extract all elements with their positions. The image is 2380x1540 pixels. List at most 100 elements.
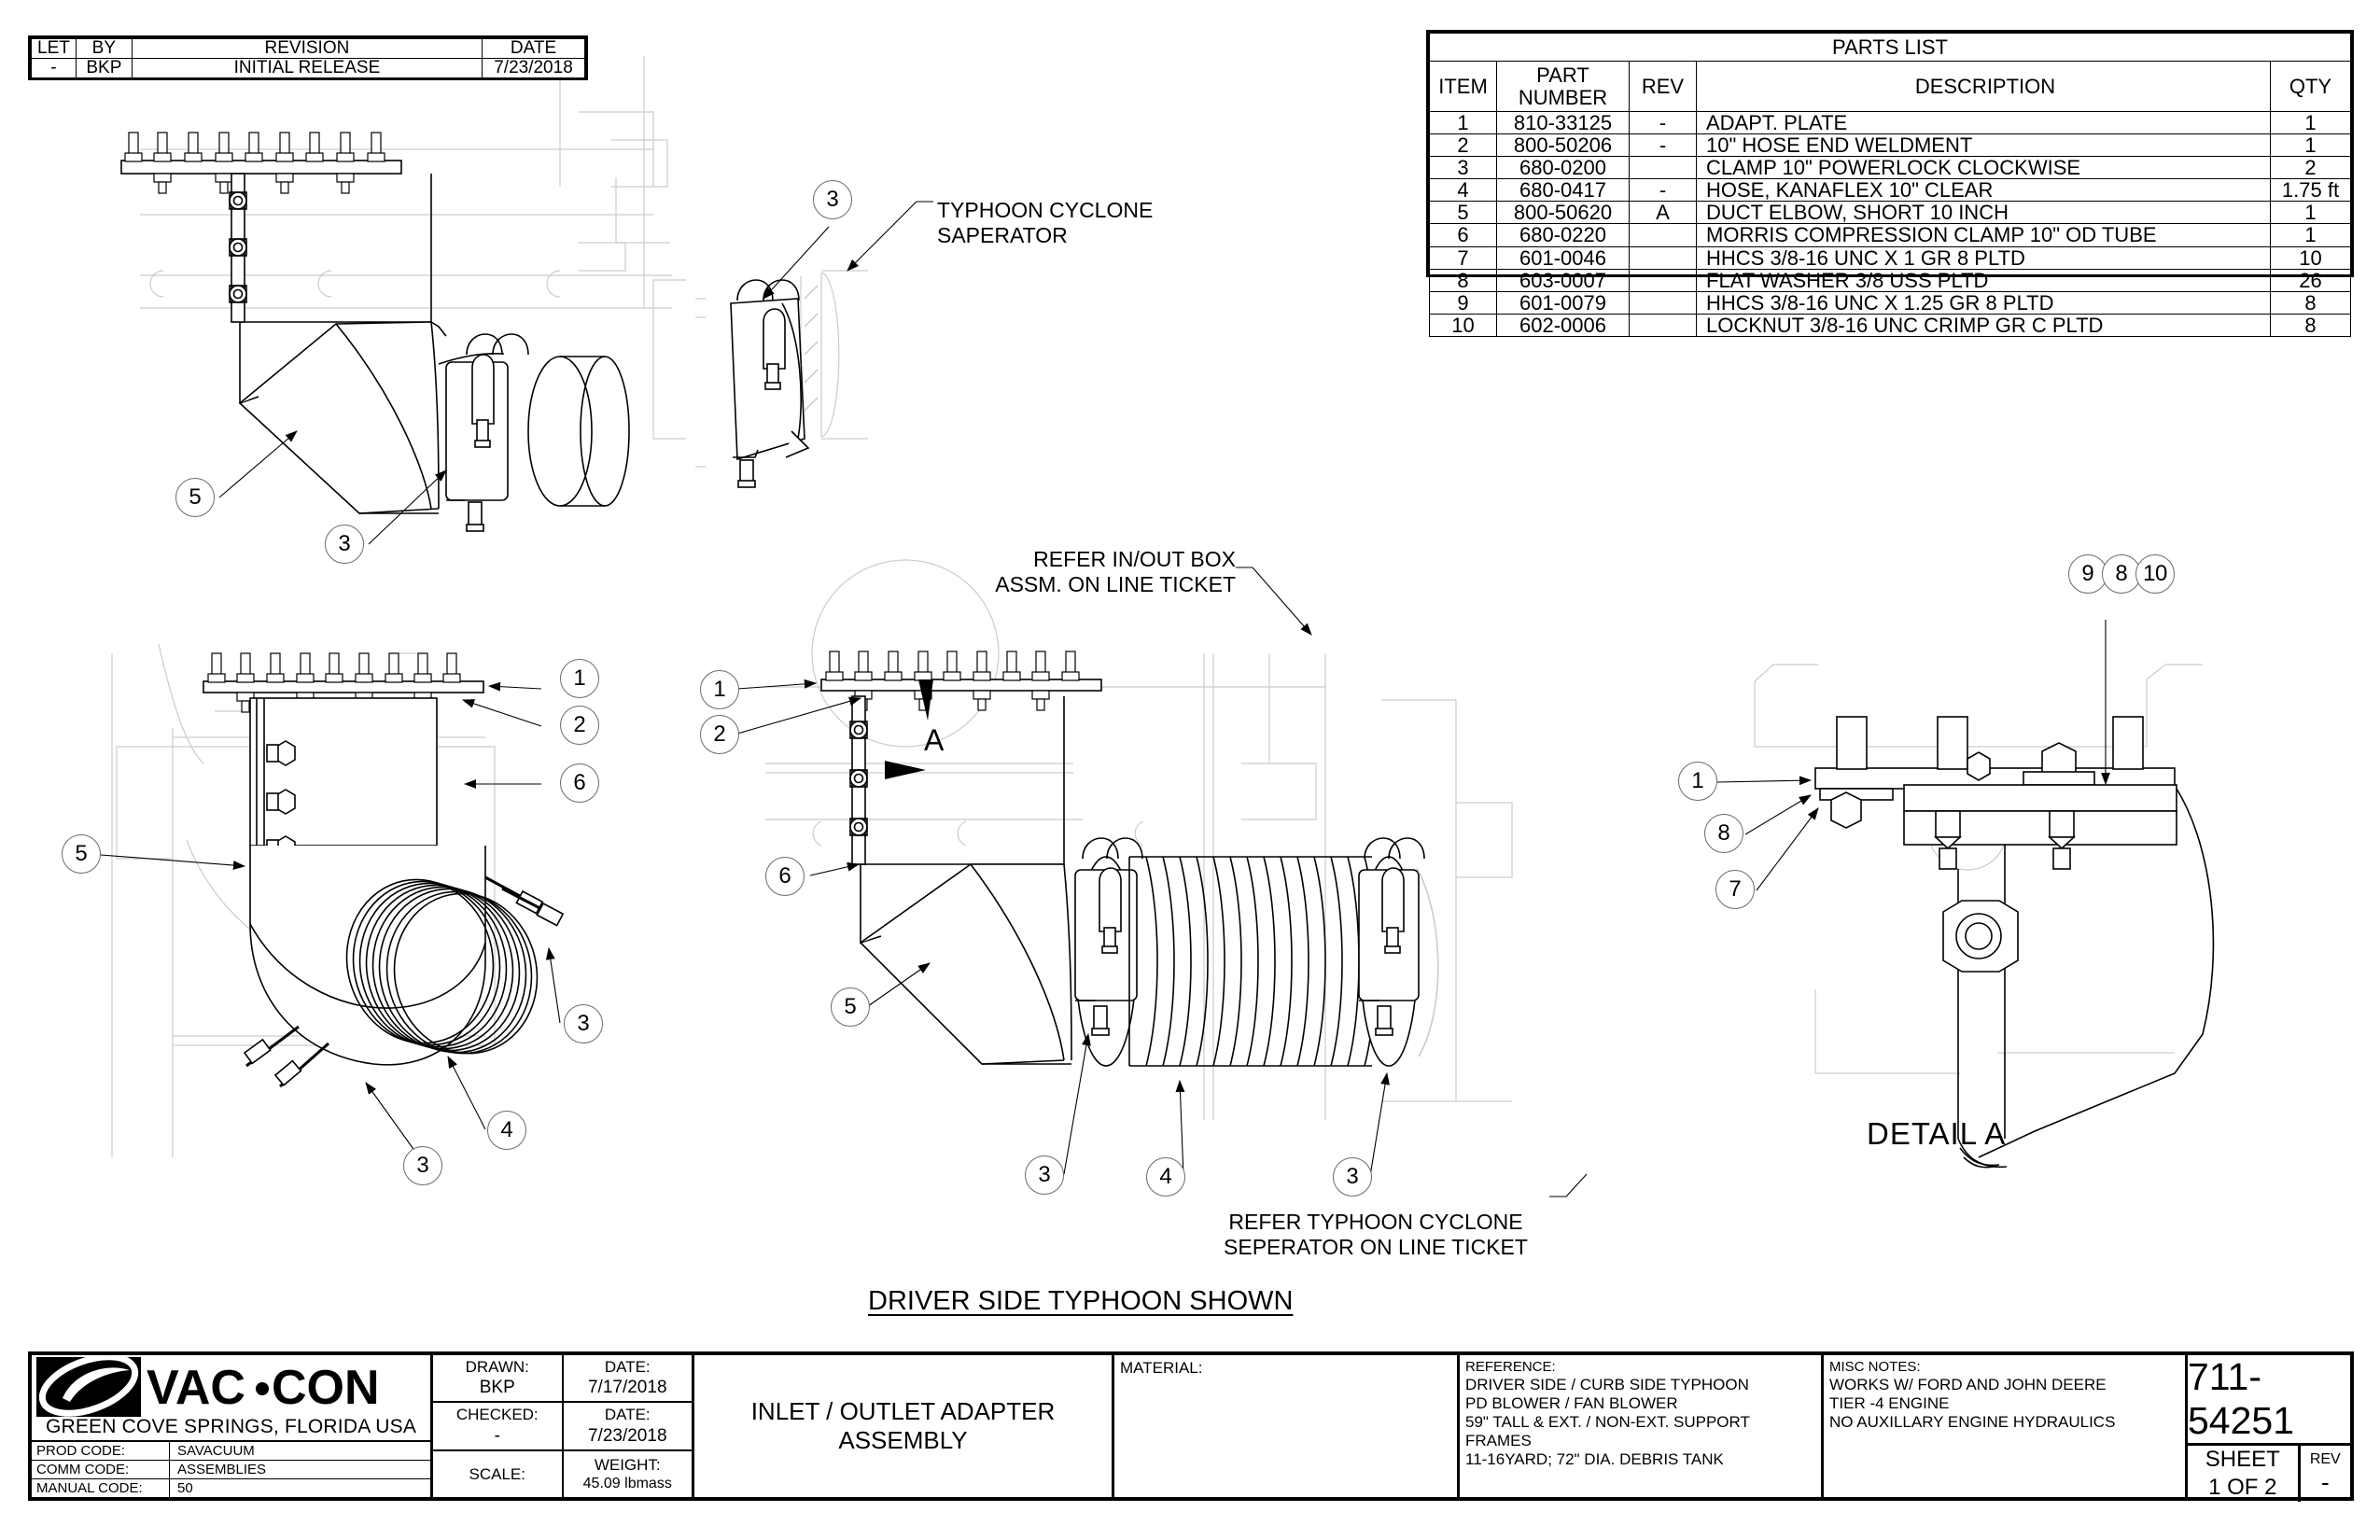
comm-code-label: COMM CODE: xyxy=(32,1461,170,1478)
balloon-item-10[interactable]: 10 xyxy=(2135,554,2175,594)
balloon-item-5[interactable]: 5 xyxy=(831,987,870,1027)
weight-cell: WEIGHT: 45.09 lbmass xyxy=(564,1451,693,1497)
cell-qty: 26 xyxy=(2270,268,2351,292)
weight-value: 45.09 lbmass xyxy=(582,1475,672,1491)
table-row: 2 800-50206 - 10" HOSE END WELDMENT 1 xyxy=(1429,133,2351,158)
balloon-item-5[interactable]: 5 xyxy=(62,834,101,874)
cell-rev xyxy=(1629,268,1697,292)
revision-header-revision: REVISION xyxy=(131,38,483,59)
balloon-item-8[interactable]: 8 xyxy=(1704,814,1743,853)
material-section: MATERIAL: xyxy=(1114,1355,1460,1497)
table-row: 1 810-33125 - ADAPT. PLATE 1 xyxy=(1429,110,2351,135)
cell-rev: - xyxy=(1629,133,1697,158)
cell-rev xyxy=(1629,223,1697,247)
cell-rev xyxy=(1629,156,1697,180)
balloon-item-4[interactable]: 4 xyxy=(1146,1157,1185,1197)
page-caption: DRIVER SIDE TYPHOON SHOWN xyxy=(868,1286,1294,1316)
cell-description: MORRIS COMPRESSION CLAMP 10" OD TUBE xyxy=(1696,223,2271,247)
balloon-item-6[interactable]: 6 xyxy=(765,857,805,896)
drawn-row: DRAWN: BKP DATE: 7/17/2018 xyxy=(433,1355,692,1404)
table-row: 9 601-0079 HHCS 3/8-16 UNC X 1.25 GR 8 P… xyxy=(1429,290,2351,315)
balloon-item-6[interactable]: 6 xyxy=(560,763,599,803)
balloon-item-1[interactable]: 1 xyxy=(560,659,599,698)
drawn-label: DRAWN: xyxy=(465,1358,529,1377)
cell-qty: 1 xyxy=(2270,133,2351,158)
cell-item: 2 xyxy=(1429,133,1497,158)
reference-section: REFERENCE: DRIVER SIDE / CURB SIDE TYPHO… xyxy=(1460,1355,1824,1497)
manual-code-row: MANUAL CODE: 50 xyxy=(32,1479,430,1497)
checked-date-label: DATE: xyxy=(604,1406,651,1424)
cell-qty: 10 xyxy=(2270,245,2351,270)
balloon-item-5[interactable]: 5 xyxy=(175,478,215,517)
cell-rev: - xyxy=(1629,178,1697,203)
cell-part-number: 680-0200 xyxy=(1496,156,1630,180)
table-row: 10 602-0006 LOCKNUT 3/8-16 UNC CRIMP GR … xyxy=(1429,313,2351,337)
revision-cell-let: - xyxy=(31,57,77,78)
parts-list-header-part-number: PART NUMBER xyxy=(1496,61,1630,112)
cell-rev: - xyxy=(1629,110,1697,135)
cell-qty: 2 xyxy=(2270,156,2351,180)
cell-item: 9 xyxy=(1429,290,1497,315)
cell-part-number: 601-0046 xyxy=(1496,245,1630,270)
drawn-date-label: DATE: xyxy=(604,1358,651,1377)
checked-date-value: 7/23/2018 xyxy=(587,1425,667,1446)
balloon-item-2[interactable]: 2 xyxy=(560,706,599,745)
company-city: GREEN COVE SPRINGS, FLORIDA USA xyxy=(45,1416,417,1437)
rev-value: - xyxy=(2320,1468,2330,1496)
balloon-item-1[interactable]: 1 xyxy=(1678,762,1717,801)
balloon-item-1[interactable]: 1 xyxy=(700,670,739,709)
balloon-item-3[interactable]: 3 xyxy=(1333,1157,1372,1197)
balloon-item-3[interactable]: 3 xyxy=(813,180,852,219)
balloon-item-3[interactable]: 3 xyxy=(1025,1155,1064,1195)
view-top-left-assembly xyxy=(120,56,672,545)
note-typhoon-cyclone-saperator: TYPHOON CYCLONE SAPERATOR xyxy=(937,198,1154,248)
cell-description: LOCKNUT 3/8-16 UNC CRIMP GR C PLTD xyxy=(1696,313,2271,337)
cell-item: 10 xyxy=(1429,313,1497,337)
parts-list-header-description: DESCRIPTION xyxy=(1696,61,2271,112)
table-row: 5 800-50620 A DUCT ELBOW, SHORT 10 INCH … xyxy=(1429,201,2351,225)
view-mid-left-end xyxy=(100,643,565,1166)
cell-qty: 8 xyxy=(2270,290,2351,315)
drawn-value: BKP xyxy=(479,1378,515,1398)
revision-cell-by: BKP xyxy=(75,57,133,78)
scale-label: SCALE: xyxy=(469,1464,525,1483)
balloon-item-3[interactable]: 3 xyxy=(564,1004,603,1043)
cell-qty: 1 xyxy=(2270,223,2351,247)
cell-description: CLAMP 10" POWERLOCK CLOCKWISE xyxy=(1696,156,2271,180)
balloon-item-3[interactable]: 3 xyxy=(403,1146,442,1185)
cell-rev xyxy=(1629,313,1697,337)
sheet-rev-group: SHEET 1 OF 2 REV - xyxy=(2188,1446,2350,1502)
table-row: 6 680-0220 MORRIS COMPRESSION CLAMP 10" … xyxy=(1429,223,2351,247)
balloon-item-7[interactable]: 7 xyxy=(1715,870,1755,909)
misc-notes-section: MISC NOTES: WORKS W/ FORD AND JOHN DEERE… xyxy=(1824,1355,2188,1497)
prod-code-value: SAVACUUM xyxy=(177,1443,255,1459)
view-detail-a xyxy=(1716,620,2215,1169)
view-top-middle-clamp xyxy=(652,201,933,488)
balloon-item-4[interactable]: 4 xyxy=(487,1111,526,1150)
revision-header-let: LET xyxy=(31,38,77,59)
cell-qty: 8 xyxy=(2270,313,2351,337)
balloon-item-8[interactable]: 8 xyxy=(2102,554,2141,594)
balloon-item-3[interactable]: 3 xyxy=(325,525,364,564)
cell-part-number: 810-33125 xyxy=(1496,110,1630,135)
comm-code-row: COMM CODE: ASSEMBLIES xyxy=(32,1461,430,1479)
rev-label: REV xyxy=(2309,1450,2341,1467)
svg-text:VAC: VAC xyxy=(147,1361,245,1415)
rev-cell: REV - xyxy=(2301,1446,2350,1502)
drawing-number: 711-54251 xyxy=(2188,1355,2350,1446)
balloon-item-2[interactable]: 2 xyxy=(700,715,739,754)
cell-description: 10" HOSE END WELDMENT xyxy=(1696,133,2271,158)
cell-item: 6 xyxy=(1429,223,1497,247)
cell-description: HHCS 3/8-16 UNC X 1.25 GR 8 PLTD xyxy=(1696,290,2271,315)
checked-cell: CHECKED: - xyxy=(433,1403,564,1449)
view-mid-center-side xyxy=(736,559,1588,1197)
material-label: MATERIAL: xyxy=(1120,1359,1203,1377)
revision-header-row: LET BY REVISION DATE xyxy=(31,38,585,59)
company-logo-area: VAC CON GREEN COVE SPRINGS, FLORIDA USA xyxy=(32,1355,430,1442)
table-row: 7 601-0046 HHCS 3/8-16 UNC X 1 GR 8 PLTD… xyxy=(1429,245,2351,270)
title-block-logo-section: VAC CON GREEN COVE SPRINGS, FLORIDA USA … xyxy=(32,1355,433,1497)
leader-refer-in-out-box xyxy=(1236,567,1312,636)
balloon-item-9[interactable]: 9 xyxy=(2068,554,2107,594)
revision-block: LET BY REVISION DATE - BKP INITIAL RELEA… xyxy=(28,35,588,80)
